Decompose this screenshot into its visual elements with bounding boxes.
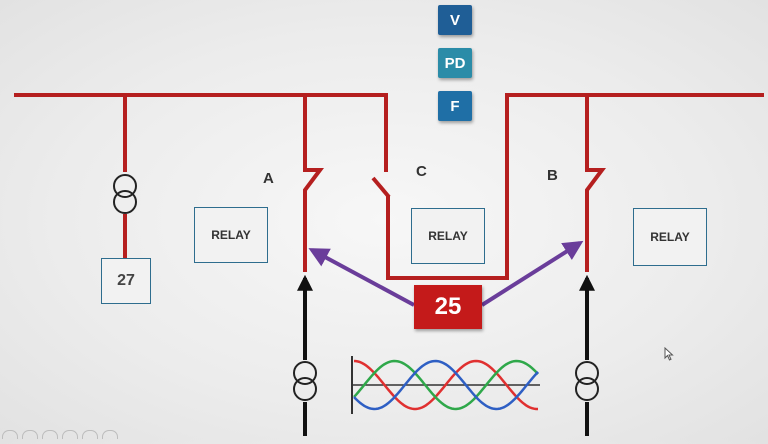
sync-check-relay-25[interactable]: 25 [414,285,482,329]
arrow-icon [480,240,584,307]
breaker-c-label: C [416,163,427,180]
cursor-icon [664,347,674,361]
relay-left-label: RELAY [211,228,251,242]
relay-27-label: 27 [117,272,135,289]
relay-27[interactable]: 27 [101,258,151,304]
breaker-c [371,176,391,199]
relay-center[interactable]: RELAY [411,208,485,264]
toolbar-control[interactable] [2,430,18,439]
breaker-b-label: B [547,167,558,184]
transformer-icon [293,361,317,401]
transformer-icon [575,361,599,401]
bus-left [14,93,388,172]
voltage-button[interactable]: V [438,5,472,35]
relay-right-label: RELAY [650,230,690,244]
relay-center-label: RELAY [428,229,468,243]
sine-wave-icon [351,356,540,414]
player-toolbar [2,430,118,439]
toolbar-control[interactable] [62,430,78,439]
toolbar-control[interactable] [22,430,38,439]
breaker-a [303,95,324,272]
breaker-b [585,95,606,272]
breaker-a-label: A [263,170,274,187]
bus-right [386,93,764,280]
toolbar-control[interactable] [42,430,58,439]
frequency-button[interactable]: F [438,91,472,121]
toolbar-control[interactable] [102,430,118,439]
toolbar-control[interactable] [82,430,98,439]
phase-difference-button[interactable]: PD [438,48,472,78]
relay-right[interactable]: RELAY [633,208,707,266]
transformer-icon [113,174,137,214]
arrow-icon [308,248,415,307]
sync-check-relay-label: 25 [434,293,462,320]
relay-left[interactable]: RELAY [194,207,268,263]
